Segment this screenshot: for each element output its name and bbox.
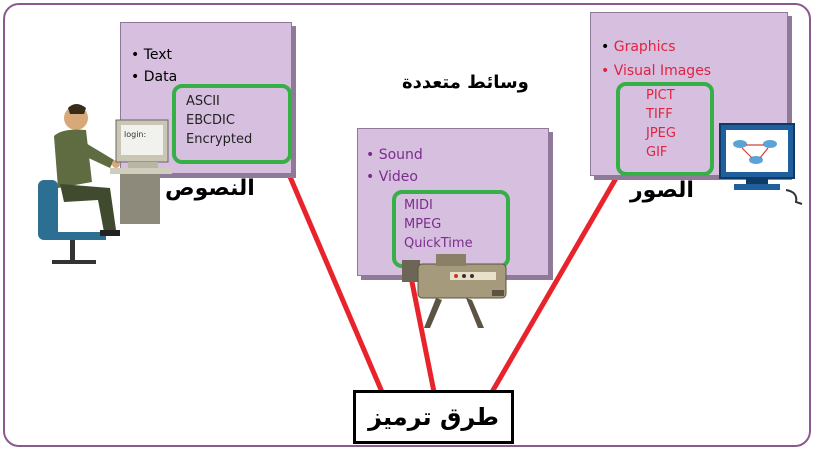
encoding-pict: PICT (646, 88, 675, 103)
line-video-to-bottom (405, 261, 437, 393)
line-text-to-bottom (279, 157, 385, 393)
text-label: النصوص (165, 176, 255, 201)
encoding-methods-box: طرق ترميز (353, 390, 514, 444)
image-bullet-1: • Graphics (601, 39, 676, 55)
encoding-gif: GIF (646, 145, 668, 160)
computer-monitor-icon (719, 123, 803, 205)
encoding-mpeg: MPEG (404, 217, 442, 232)
login-prompt: login: (124, 130, 146, 139)
image-label: الصور (630, 178, 694, 203)
video-bullet-2: • Video (366, 169, 418, 185)
encoding-quicktime: QuickTime (404, 236, 473, 251)
video-encodings-list: MIDI MPEG QuickTime (404, 196, 473, 253)
video-media-box: • Sound • Video (357, 128, 549, 276)
image-encodings-list: PICT TIFF JPEG GIF (646, 86, 676, 162)
text-encodings-outline (172, 84, 292, 164)
text-bullet-2: • Data (131, 69, 178, 85)
line-images-to-bottom (489, 166, 625, 394)
video-bullet-1: • Sound (366, 147, 423, 163)
image-bullet-2: • Visual Images (601, 63, 712, 79)
multimedia-title: وسائط متعددة (402, 72, 529, 93)
text-bullet-1: • Text (131, 47, 173, 63)
image-encodings-outline (616, 82, 714, 176)
encoding-ascii: ASCII (186, 94, 220, 109)
encoding-tiff: TIFF (646, 107, 673, 122)
encoding-ebcdic: EBCDIC (186, 113, 235, 128)
person-at-computer-icon: login: (38, 104, 172, 264)
video-camera-icon (402, 254, 507, 328)
text-media-box: • Text • Data (120, 22, 292, 174)
encoding-jpeg: JPEG (646, 126, 676, 141)
encoding-midi: MIDI (404, 198, 433, 213)
text-encodings-list: ASCII EBCDIC Encrypted (186, 92, 252, 149)
encoding-methods-label: طرق ترميز (368, 403, 499, 431)
encoding-encrypted: Encrypted (186, 132, 253, 147)
